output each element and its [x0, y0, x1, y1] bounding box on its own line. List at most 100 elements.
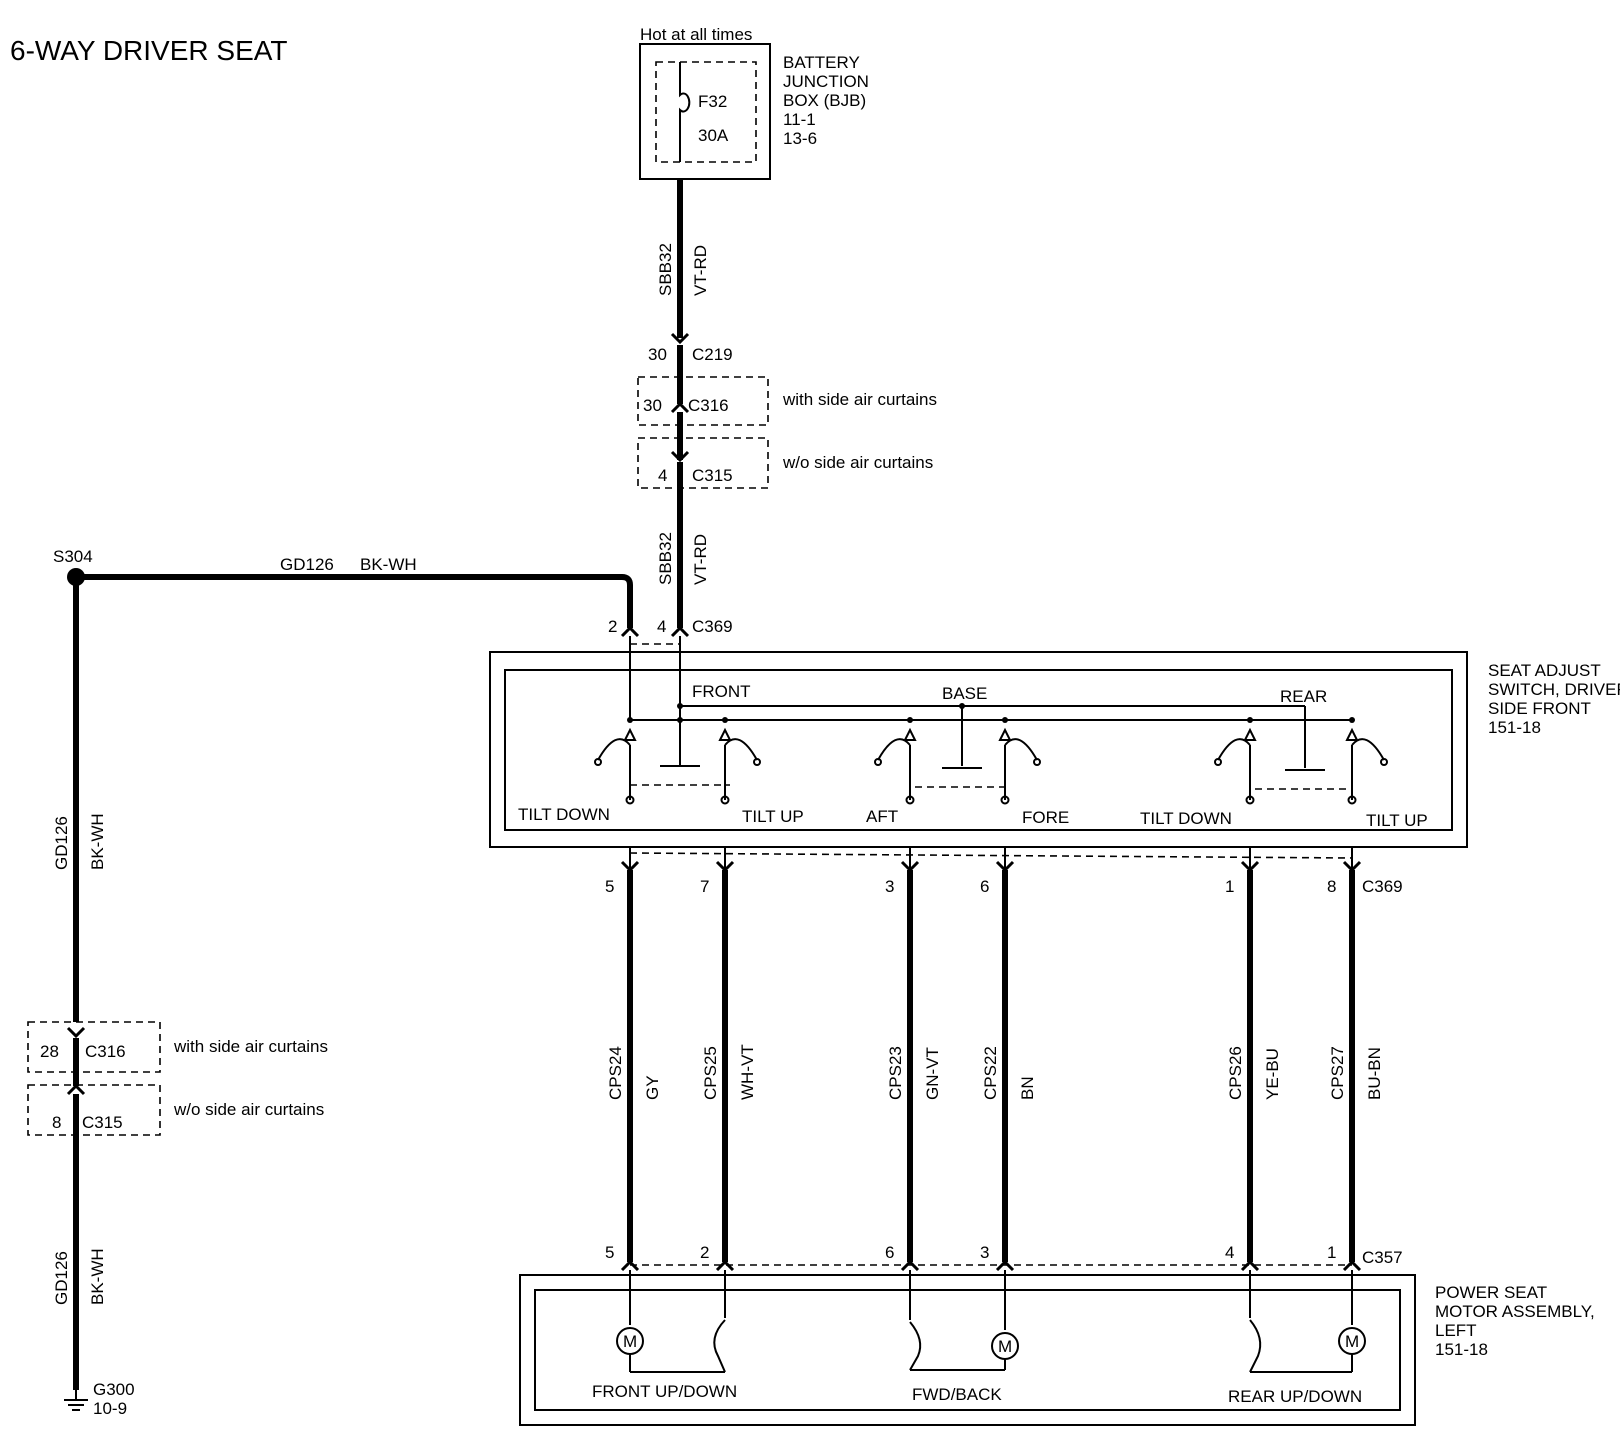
feed-lower-color: VT-RD [691, 534, 710, 585]
switch-label-3: SIDE FRONT [1488, 699, 1591, 718]
c316-feed-note: with side air curtains [782, 390, 937, 409]
switch-label-1: SEAT ADJUST [1488, 661, 1601, 680]
motor-inner-box [534, 1289, 1401, 1411]
c357-pin-label: 5 [605, 1243, 614, 1262]
c369-top-name: C369 [692, 617, 733, 636]
c316-feed-name: C316 [688, 396, 729, 415]
arm-blade [724, 738, 758, 761]
wire-circuit-label: CPS24 [606, 1046, 625, 1100]
wire-color-label: GY [643, 1075, 662, 1100]
wire-color-label: YE-BU [1263, 1048, 1282, 1100]
c315-ground-pin: 8 [52, 1113, 61, 1132]
splice-label: S304 [53, 547, 93, 566]
c369-top-pin-pwr: 4 [657, 617, 666, 636]
arm-terminal [905, 795, 915, 805]
battery-junction-box: Hot at all times F32 30A BATTERY JUNCTIO… [639, 25, 869, 180]
bjb-hot-label: Hot at all times [640, 25, 752, 44]
bjb-label-5: 13-6 [783, 129, 817, 148]
c357-pin-label: 2 [700, 1243, 709, 1262]
motor-front-label: FRONT UP/DOWN [592, 1382, 737, 1401]
c315-feed-dashed-box [637, 437, 769, 489]
pos-tilt-up-front: TILT UP [742, 807, 804, 826]
wire-circuit-label: CPS27 [1328, 1046, 1347, 1100]
motor-rear-symbol: M [1345, 1332, 1359, 1351]
ground-bottom-color: BK-WH [88, 1248, 107, 1305]
c219-pin: 30 [648, 345, 667, 364]
c369-pin-label: 1 [1225, 877, 1234, 896]
c316-ground-chevron [66, 1026, 86, 1039]
wire-color-label: GN-VT [923, 1047, 942, 1100]
arm-arrow [1345, 727, 1359, 741]
section-front: FRONT [692, 682, 751, 701]
sw-junction-feed [677, 703, 683, 709]
switch-arm-4 [998, 717, 1041, 805]
arm-contact [874, 758, 882, 766]
c316-ground-dashed-box [27, 1021, 161, 1073]
arm-contact [1033, 758, 1041, 766]
c315-feed-note: w/o side air curtains [782, 453, 933, 472]
wire-circuit-label: CPS23 [886, 1046, 905, 1100]
c315-feed-name: C315 [692, 466, 733, 485]
c315-feed-pin: 4 [658, 466, 667, 485]
switch-arm-5 [1214, 717, 1257, 805]
c316-feed-dashed-box [637, 376, 769, 426]
pos-fore: FORE [1022, 808, 1069, 827]
arm-pivot [1002, 717, 1008, 723]
arm-contact [1214, 758, 1222, 766]
pos-tilt-down-rear: TILT DOWN [1140, 809, 1232, 828]
c369-top-pin-gnd: 2 [608, 617, 617, 636]
c357-chevron [995, 1259, 1015, 1272]
sw-junction-base [959, 703, 965, 709]
g300-label: G300 [93, 1380, 135, 1399]
switch-arm-2 [718, 717, 761, 805]
c316-ground-note: with side air curtains [173, 1037, 328, 1056]
fuse-amps: 30A [698, 126, 729, 145]
switch-arm-1 [594, 717, 637, 805]
switch-inner-box [504, 669, 1453, 831]
wire-color-label: BN [1018, 1076, 1037, 1100]
pos-aft: AFT [866, 807, 898, 826]
c357-name: C357 [1362, 1248, 1403, 1267]
c369-pin-label: 8 [1327, 877, 1336, 896]
seat-adjust-switch: SEAT ADJUST SWITCH, DRIVER SIDE FRONT 15… [489, 636, 1620, 848]
c315-ground-note: w/o side air curtains [173, 1100, 324, 1119]
c369-pin2-chevron [620, 625, 640, 638]
c357-chevron [620, 1259, 640, 1272]
feed-lower-circuit: SBB32 [656, 532, 675, 585]
c357-chevron [1240, 1259, 1260, 1272]
motor-label-2: MOTOR ASSEMBLY, [1435, 1302, 1595, 1321]
switch-label-2: SWITCH, DRIVER [1488, 680, 1620, 699]
wire-circuit-label: CPS25 [701, 1046, 720, 1100]
diagram-title: 6-WAY DRIVER SEAT [10, 35, 287, 66]
bjb-label-3: BOX (BJB) [783, 91, 866, 110]
switch-arm-3 [874, 717, 917, 805]
c369-top-connector: 2 4 C369 [608, 617, 733, 645]
arm-pivot [907, 717, 913, 723]
feed-upper-color: VT-RD [691, 245, 710, 296]
arm-terminal [720, 795, 730, 805]
arm-terminal [1347, 795, 1357, 805]
arm-blade [1351, 738, 1385, 761]
c369-bottom-dashed [629, 852, 1353, 859]
ground-top-circuit: GD126 [280, 555, 334, 574]
switch-label-4: 151-18 [1488, 718, 1541, 737]
arm-arrow [998, 727, 1012, 741]
c315-ground-chevron [66, 1083, 86, 1096]
motor-rear-label: REAR UP/DOWN [1228, 1387, 1362, 1406]
arm-blade [877, 738, 911, 761]
c357-chevron [715, 1259, 735, 1272]
switch-arms [594, 717, 1388, 805]
motor-assembly: POWER SEAT MOTOR ASSEMBLY, LEFT 151-18 M… [519, 1270, 1595, 1426]
arm-terminal [1245, 795, 1255, 805]
arm-pivot [627, 717, 633, 723]
arm-pivot [722, 717, 728, 723]
wire-circuit-label: CPS26 [1226, 1046, 1245, 1100]
switch-arm-6 [1345, 717, 1388, 805]
arm-blade [597, 738, 631, 761]
c315-ground-name: C315 [82, 1113, 123, 1132]
fuse-f32-symbol [679, 62, 691, 162]
